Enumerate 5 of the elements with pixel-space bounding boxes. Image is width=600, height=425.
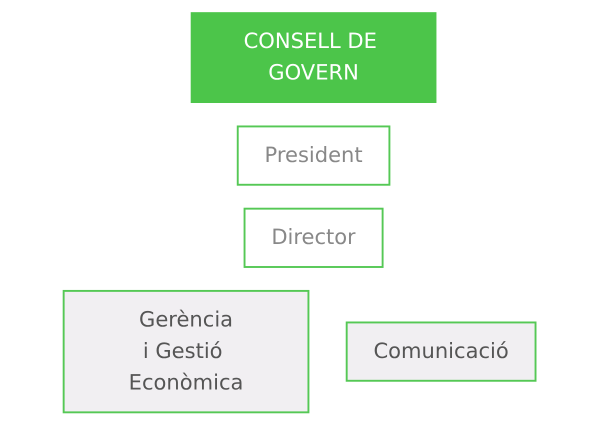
node-box: Director [244,208,384,268]
node-box: CONSELL DE GOVERN [191,12,437,103]
node-box: Comunicació [346,322,537,382]
node-box: Gerència i Gestió Econòmica [63,290,310,414]
node-box: President [237,125,391,186]
